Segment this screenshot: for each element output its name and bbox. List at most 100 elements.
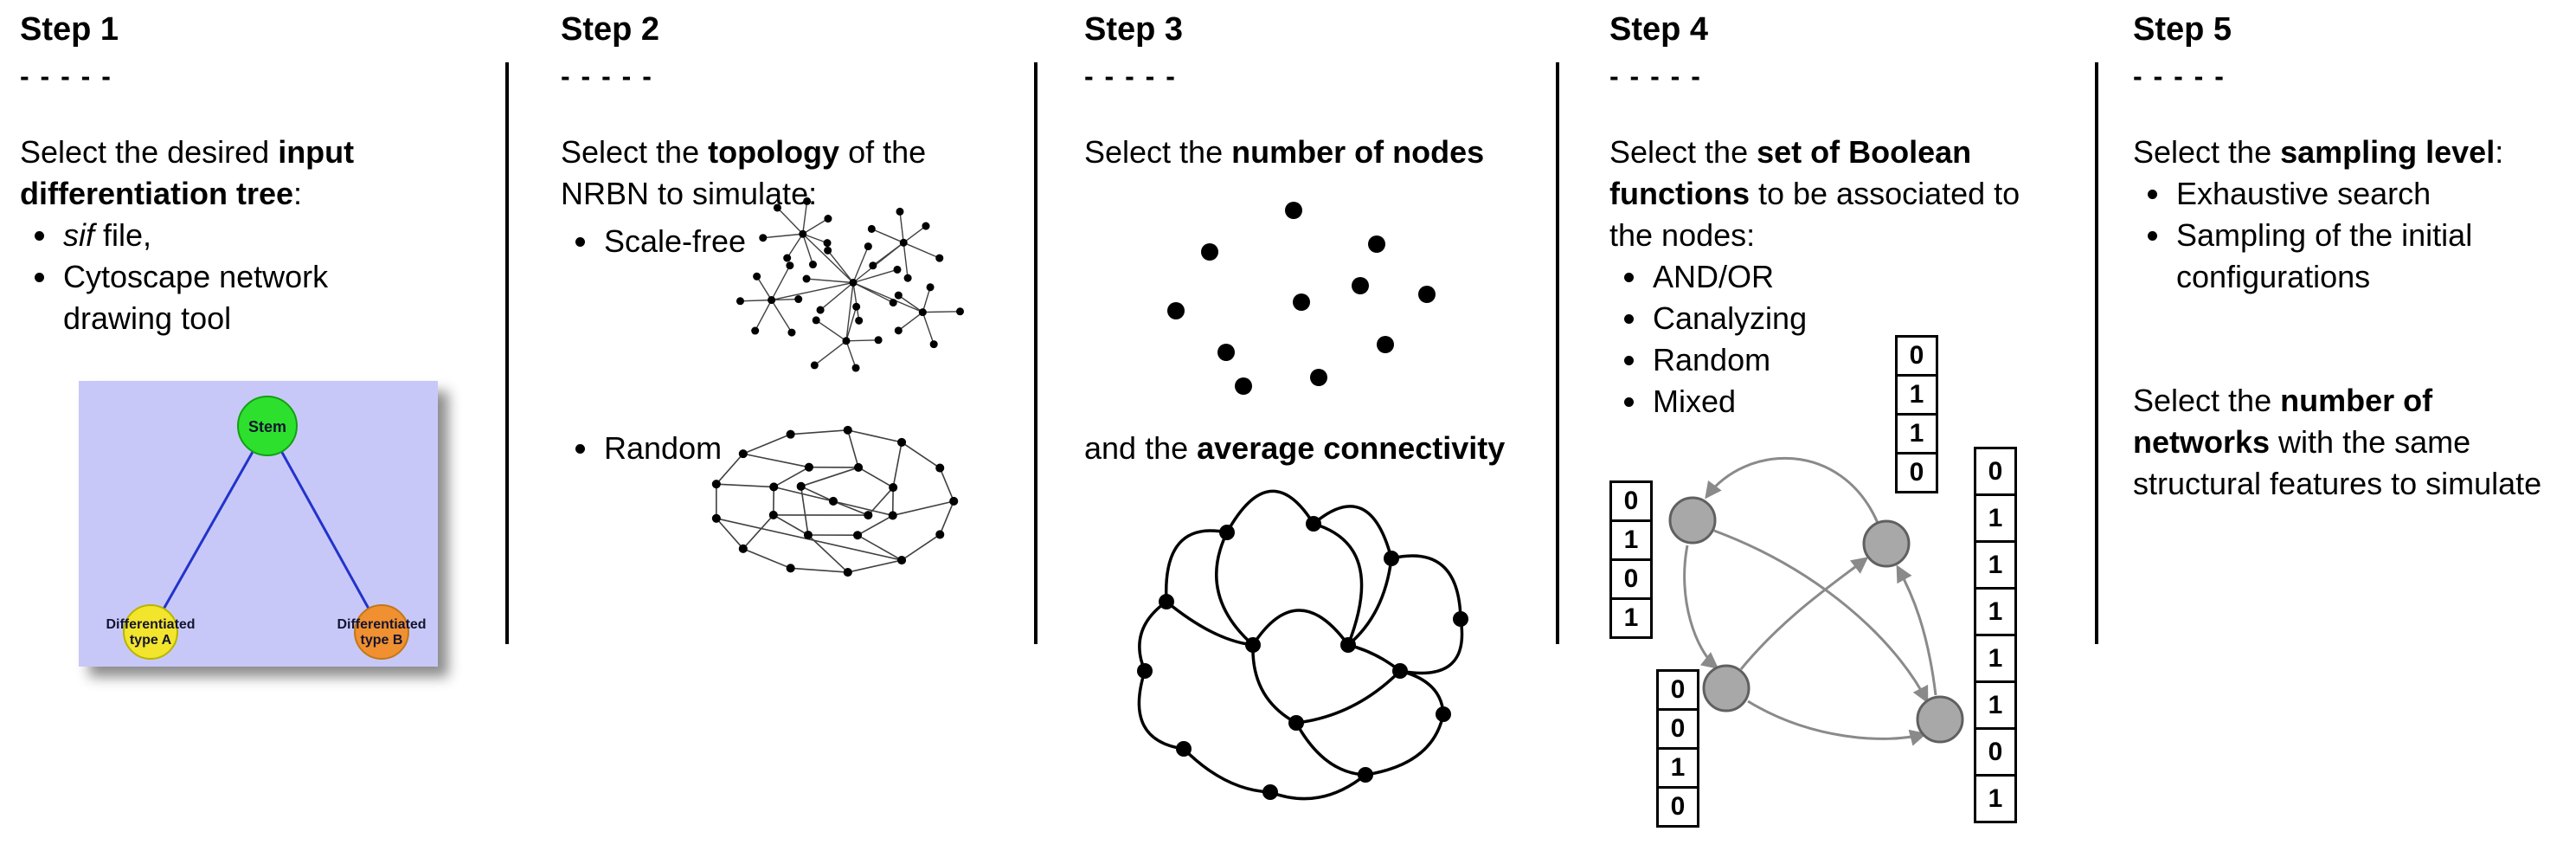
- scale-free-row: Scale-free: [561, 221, 820, 262]
- step-1-column: Step 1 - - - - - Select the desired inpu…: [20, 0, 491, 851]
- text-segment: with the same structural features to sim…: [2133, 424, 2542, 501]
- type-a-node: [123, 604, 178, 660]
- network-arrows: [1683, 456, 1937, 746]
- bullet-text: Cytoscape network drawing tool: [63, 259, 329, 336]
- step-5-networks-paragraph: Select the number of networks with the s…: [2133, 380, 2557, 505]
- step-3-title: Step 3: [1084, 11, 1184, 48]
- tree-edge: [266, 425, 383, 633]
- bullet-text: Mixed: [1653, 384, 1737, 419]
- text-segment: Select the: [2133, 134, 2281, 170]
- network-nodes: [1668, 496, 1964, 744]
- boolean-node: [1702, 664, 1751, 712]
- boolean-node: [1916, 695, 1964, 744]
- step-1-intro: Select the desired input differentiation…: [20, 132, 470, 215]
- text-segment-bold: set of Boolean functions: [1609, 134, 1972, 211]
- step-1-bullet-list: sif file, Cytoscape network drawing tool: [20, 215, 389, 339]
- step-2-title: Step 2: [561, 11, 660, 48]
- differentiation-tree-svg: Stem Differentiated type A Differentiate…: [79, 381, 438, 667]
- truth-table-cell: 0: [1974, 727, 2017, 777]
- bullet-scale-free: Scale-free: [601, 221, 820, 262]
- truth-table-cell: 1: [1609, 597, 1653, 639]
- step-5-column: Step 5 - - - - - Select the sampling lev…: [2133, 0, 2570, 851]
- stem-label: Stem: [248, 418, 286, 435]
- bullet-sif-file: sif file,: [60, 215, 389, 256]
- boolean-node: [1668, 496, 1717, 545]
- text-segment: :: [2495, 134, 2504, 170]
- truth-table-cell: 1: [1895, 413, 1938, 455]
- truth-table-cell: 0: [1895, 335, 1938, 377]
- stem-node: [237, 396, 298, 456]
- text-segment-bold: topology: [708, 134, 840, 170]
- tree-edges: [149, 425, 383, 633]
- bullet-random-functions: Random: [1649, 339, 1956, 381]
- column-divider: [505, 62, 509, 644]
- text-segment-bold: input differentiation tree: [20, 134, 355, 211]
- truth-table-cell: 0: [1656, 708, 1699, 750]
- step-3-line-1: Select the number of nodes: [1084, 132, 1556, 173]
- random-network-graphic: [711, 425, 959, 577]
- step-1-title: Step 1: [20, 11, 119, 48]
- text-segment: Select the desired: [20, 134, 279, 170]
- bullet-text: Random: [1653, 342, 1771, 377]
- step-4-title: Step 4: [1609, 11, 1709, 48]
- random-bullet: Random: [561, 428, 820, 469]
- bullet-text: Canalyzing: [1653, 300, 1808, 336]
- truth-table-cell: 0: [1609, 558, 1653, 600]
- truth-table-cell: 1: [1974, 774, 2017, 823]
- column-divider: [1556, 62, 1559, 644]
- dashed-rule: - - - - -: [561, 61, 653, 92]
- truth-table-cell: 0: [1974, 447, 2017, 496]
- bullet-mixed: Mixed: [1649, 381, 1956, 422]
- random-row: Random: [561, 428, 820, 469]
- dashed-rule: - - - - -: [1084, 61, 1177, 92]
- boolean-network-graphic: [1668, 456, 1964, 746]
- bullet-text: Random: [604, 430, 723, 466]
- truth-table-cell: 1: [1609, 519, 1653, 561]
- truth-table-cell: 1: [1974, 634, 2017, 683]
- bullet-text: Exhaustive search: [2176, 176, 2431, 211]
- text-segment: Select the: [1609, 134, 1757, 170]
- step-5-line-1: Select the sampling level:: [2133, 132, 2557, 173]
- truth-table-cell: 0: [1656, 669, 1699, 711]
- bullet-text: file,: [94, 217, 152, 253]
- type-b-label-line1: Differentiated: [337, 617, 426, 632]
- bullet-random: Random: [601, 428, 820, 469]
- truth-table-cell: 0: [1656, 786, 1699, 828]
- dashed-rule: - - - - -: [20, 61, 112, 92]
- bullet-canalyzing: Canalyzing: [1649, 298, 1956, 339]
- text-segment: of the NRBN to simulate:: [561, 134, 927, 211]
- scale-free-bullet: Scale-free: [561, 221, 820, 262]
- scale-free-network-graphic: [736, 197, 965, 372]
- bullet-exhaustive-search: Exhaustive search: [2173, 173, 2557, 215]
- text-segment: :: [293, 176, 303, 211]
- bullet-text: Scale-free: [604, 223, 747, 259]
- connectivity-graph-graphic: [1137, 489, 1468, 801]
- step-4-bullet-list: AND/OR Canalyzing Random Mixed: [1609, 256, 1956, 422]
- type-a-label-line2: type A: [130, 633, 172, 648]
- text-segment: Select the: [561, 134, 709, 170]
- differentiation-tree-image: Stem Differentiated type A Differentiate…: [79, 381, 438, 667]
- text-segment-bold: number of networks: [2133, 383, 2433, 460]
- truth-table-cell: 1: [1974, 587, 2017, 636]
- truth-table-cell: 1: [1895, 374, 1938, 416]
- truth-table-cell: 0: [1895, 452, 1938, 493]
- type-b-label-line2: type B: [361, 633, 403, 648]
- truth-table-cell: 1: [1974, 680, 2017, 730]
- boolean-node: [1862, 519, 1911, 568]
- bullet-text: Sampling of the initial configurations: [2176, 217, 2473, 294]
- bullet-text: AND/OR: [1653, 259, 1775, 294]
- dashed-rule: - - - - -: [1609, 61, 1702, 92]
- sif-italic: sif: [63, 217, 94, 253]
- truth-table-cell: 1: [1974, 540, 2017, 590]
- bullet-cytoscape: Cytoscape network drawing tool: [60, 256, 389, 339]
- dashed-rule: - - - - -: [2133, 61, 2226, 92]
- step-4-column: Step 4 - - - - - Select the set of Boole…: [1609, 0, 2064, 851]
- text-segment-bold: sampling level: [2280, 134, 2496, 170]
- text-segment: to be associated to the nodes:: [1609, 176, 2020, 253]
- text-segment: Select the: [1084, 134, 1232, 170]
- step-2-intro: Select the topology of the NRBN to simul…: [561, 132, 967, 215]
